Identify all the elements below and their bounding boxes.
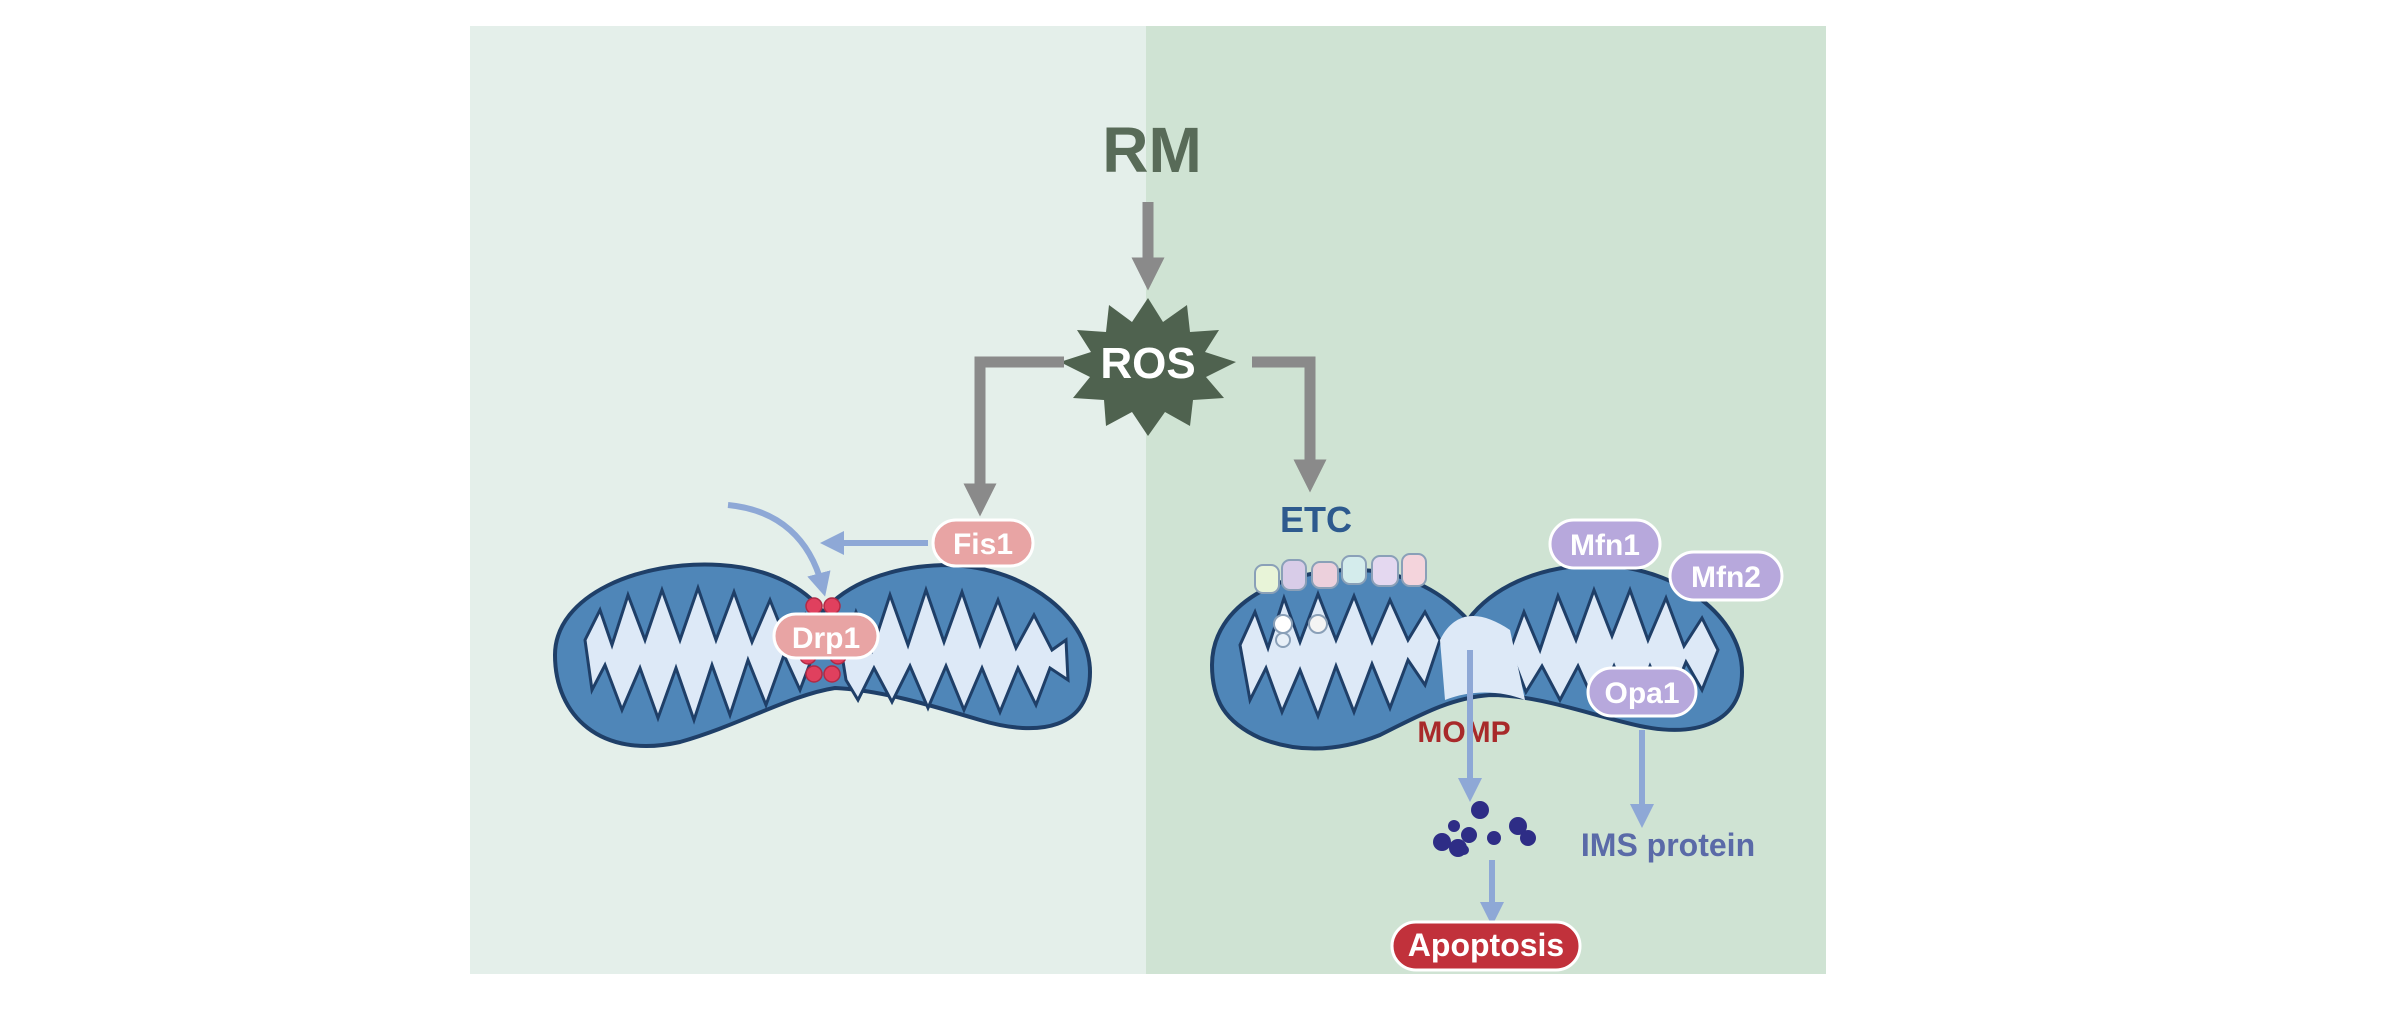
momp-label: MOMP [1417,716,1510,749]
rm-label: RM [1102,114,1202,186]
ros-to-etc-arrow [1252,356,1327,493]
cytochrome-c-particles-icon [1433,801,1536,857]
left-mito-cristae-right [840,585,1070,716]
ros-label: ROS [1100,339,1195,388]
apoptosis-badge [1390,920,1582,972]
fis1-badge [931,518,1035,568]
drp1-badge [772,612,880,660]
fis1-label: Fis1 [953,528,1013,561]
drp1-label: Drp1 [792,622,860,655]
drp1-recruitment-arrow [727,502,831,597]
ims-protein-label: IMS protein [1581,827,1755,863]
momp-pore [1440,616,1525,700]
opa1-badge [1586,666,1698,718]
apoptosis-label: Apoptosis [1408,927,1564,963]
left-panel-background [470,26,1146,974]
mfn2-badge [1668,550,1784,602]
mfn1-label: Mfn1 [1570,529,1640,562]
ros-to-fis1-arrow [963,356,1064,517]
fission-mitochondrion: Drp1 [552,562,1093,748]
opa1-label: Opa1 [1604,677,1679,710]
ros-burst-icon [1060,298,1236,436]
mfn1-badge [1548,518,1662,570]
etc-complexes-icon [1254,553,1427,648]
mfn2-label: Mfn2 [1691,561,1761,594]
etc-label: ETC [1280,499,1352,540]
